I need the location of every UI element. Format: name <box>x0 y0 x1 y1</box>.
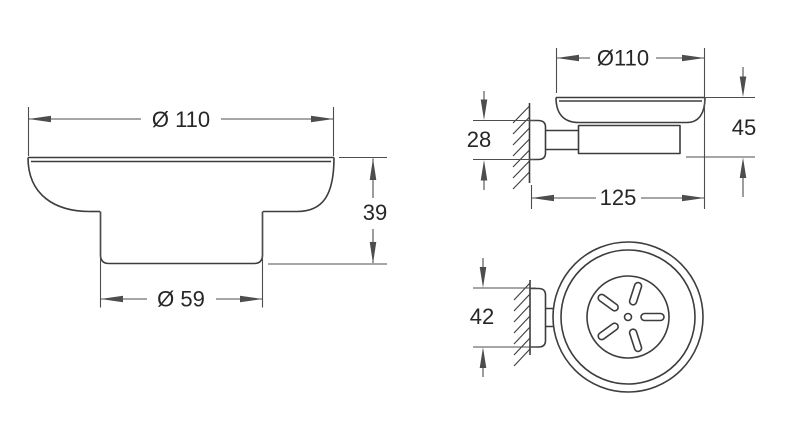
dish-well-circle <box>586 275 670 359</box>
dimension-top-bracket-height: 42 <box>470 258 536 377</box>
arrow-head <box>739 76 747 97</box>
drain-slot <box>597 293 619 312</box>
arrow-head <box>682 194 705 202</box>
wall-plate <box>530 287 547 348</box>
dish-right-curve <box>296 157 335 213</box>
arrow-head <box>479 347 487 368</box>
drain-slot <box>640 312 665 322</box>
dimension-label-front-base-diameter: Ø 59 <box>157 287 205 312</box>
drain-slot <box>628 328 643 353</box>
dimension-side-bracket-height: 28 <box>467 91 535 190</box>
drain-slots <box>597 281 665 353</box>
dish-plan-outline <box>552 241 704 393</box>
wall-plate <box>529 119 547 161</box>
holder-ring-side <box>577 124 681 155</box>
front-view: Ø 110 39 Ø 59 <box>27 107 387 312</box>
dish-base-pedestal <box>99 211 264 265</box>
dish-side-outline <box>555 96 706 124</box>
dimension-label-side-total-height: 45 <box>732 115 756 140</box>
extension-lines <box>99 213 264 308</box>
holder-arm <box>545 307 554 328</box>
dimension-front-top-diameter: Ø 110 <box>27 107 335 156</box>
dimension-front-base-diameter: Ø 59 <box>99 213 264 312</box>
side-view: Ø110 28 45 125 <box>467 46 756 211</box>
drain-slot <box>597 322 619 341</box>
holder-outline <box>529 119 681 161</box>
extension-lines <box>268 156 387 265</box>
dimension-front-height: 39 <box>268 156 387 265</box>
arrow-head <box>311 115 334 123</box>
arrow-head <box>369 242 377 264</box>
arrow-head <box>556 54 579 62</box>
arrow-head <box>682 54 705 62</box>
arrow-head <box>240 295 263 303</box>
dish-left-curve <box>27 157 91 213</box>
extension-lines <box>473 287 536 348</box>
arrow-head <box>369 158 377 180</box>
wall-section <box>512 103 531 190</box>
dish-outer-rim-circle <box>552 241 704 393</box>
dimension-label-side-bracket-height: 28 <box>467 127 491 152</box>
dimension-label-front-height: 39 <box>363 200 387 225</box>
dimension-label-top-bracket-height: 42 <box>470 304 494 329</box>
arrow-head <box>480 160 488 181</box>
dimension-side-total-height: 45 <box>686 67 756 197</box>
arrow-head <box>531 194 554 202</box>
arrow-head <box>479 267 487 288</box>
dimension-label-side-diameter: Ø110 <box>597 46 649 71</box>
dish-left-curve <box>555 97 580 124</box>
arrow-head <box>480 99 488 120</box>
extension-lines <box>27 107 335 156</box>
dish-inner-rim-circle <box>560 249 696 385</box>
extension-lines <box>473 119 535 161</box>
wall-hatching <box>512 105 530 190</box>
top-view: 42 <box>470 241 704 393</box>
extension-lines <box>686 96 755 158</box>
wall-section <box>513 280 554 367</box>
extension-lines <box>555 48 706 209</box>
arrow-head <box>28 115 51 123</box>
wall-hatching <box>513 282 531 367</box>
holder-arm <box>545 129 579 151</box>
center-hole <box>623 312 633 322</box>
dimension-label-side-depth: 125 <box>600 185 637 210</box>
drain-slot <box>628 281 643 306</box>
dish-outline <box>27 156 335 265</box>
dimension-side-diameter: Ø110 <box>555 46 706 209</box>
arrow-head <box>739 157 747 178</box>
dimension-side-depth: 125 <box>530 185 705 210</box>
arrow-head <box>100 295 123 303</box>
dimension-label-front-top-diameter: Ø 110 <box>152 107 210 132</box>
